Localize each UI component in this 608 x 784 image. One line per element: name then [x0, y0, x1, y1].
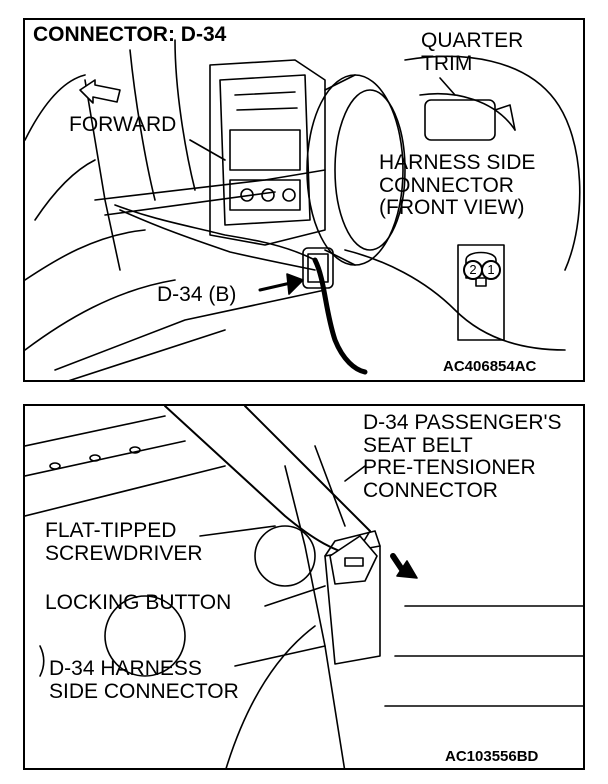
harness-side-label-line-1: HARNESS SIDE — [379, 151, 536, 174]
quarter-trim-label-line-1: QUARTER — [421, 29, 524, 52]
connector-d34-b-label: D-34 (B) — [157, 283, 237, 306]
passenger-label-line-2: SEAT BELT — [363, 433, 473, 457]
harness-side-label-line-3: (FRONT VIEW) — [379, 196, 525, 220]
forward-label: FORWARD — [69, 113, 177, 136]
seat-connector-location-drawing — [25, 39, 581, 380]
connector-unlocking-drawing — [25, 406, 583, 768]
pin-1: 1 — [481, 260, 501, 280]
harness-side-connector-label: HARNESS SIDE CONNECTOR (FRONT VIEW) — [379, 151, 536, 220]
harness-label-line-2: SIDE CONNECTOR — [49, 679, 239, 703]
quarter-trim-label: QUARTER TRIM — [421, 29, 524, 75]
passenger-connector-label: D-34 PASSENGER'S SEAT BELT PRE-TENSIONER… — [363, 411, 562, 503]
screwdriver-label: FLAT-TIPPED SCREWDRIVER — [45, 519, 203, 565]
harness-side-label-line-2: CONNECTOR — [379, 173, 514, 197]
passenger-label-line-1: D-34 PASSENGER'S — [363, 411, 562, 434]
figure-code: AC406854AC — [443, 358, 537, 375]
screwdriver-label-line-1: FLAT-TIPPED — [45, 519, 177, 542]
locking-button-label: LOCKING BUTTON — [45, 591, 232, 614]
top-illustration-panel: CONNECTOR: D-34 QUARTER TRIM FORWARD HAR… — [23, 18, 585, 382]
passenger-label-line-4: CONNECTOR — [363, 479, 498, 503]
harness-label-line-1: D-34 HARNESS — [49, 657, 202, 680]
connector-title: CONNECTOR: D-34 — [33, 23, 227, 46]
passenger-label-line-3: PRE-TENSIONER — [363, 456, 536, 480]
quarter-trim-label-line-2: TRIM — [421, 51, 473, 75]
figure-code: AC103556BD — [445, 748, 539, 765]
bottom-illustration-panel: D-34 PASSENGER'S SEAT BELT PRE-TENSIONER… — [23, 404, 585, 770]
screwdriver-label-line-2: SCREWDRIVER — [45, 541, 203, 565]
harness-side-connector-label: D-34 HARNESS SIDE CONNECTOR — [49, 657, 239, 703]
pin-2: 2 — [463, 260, 483, 280]
